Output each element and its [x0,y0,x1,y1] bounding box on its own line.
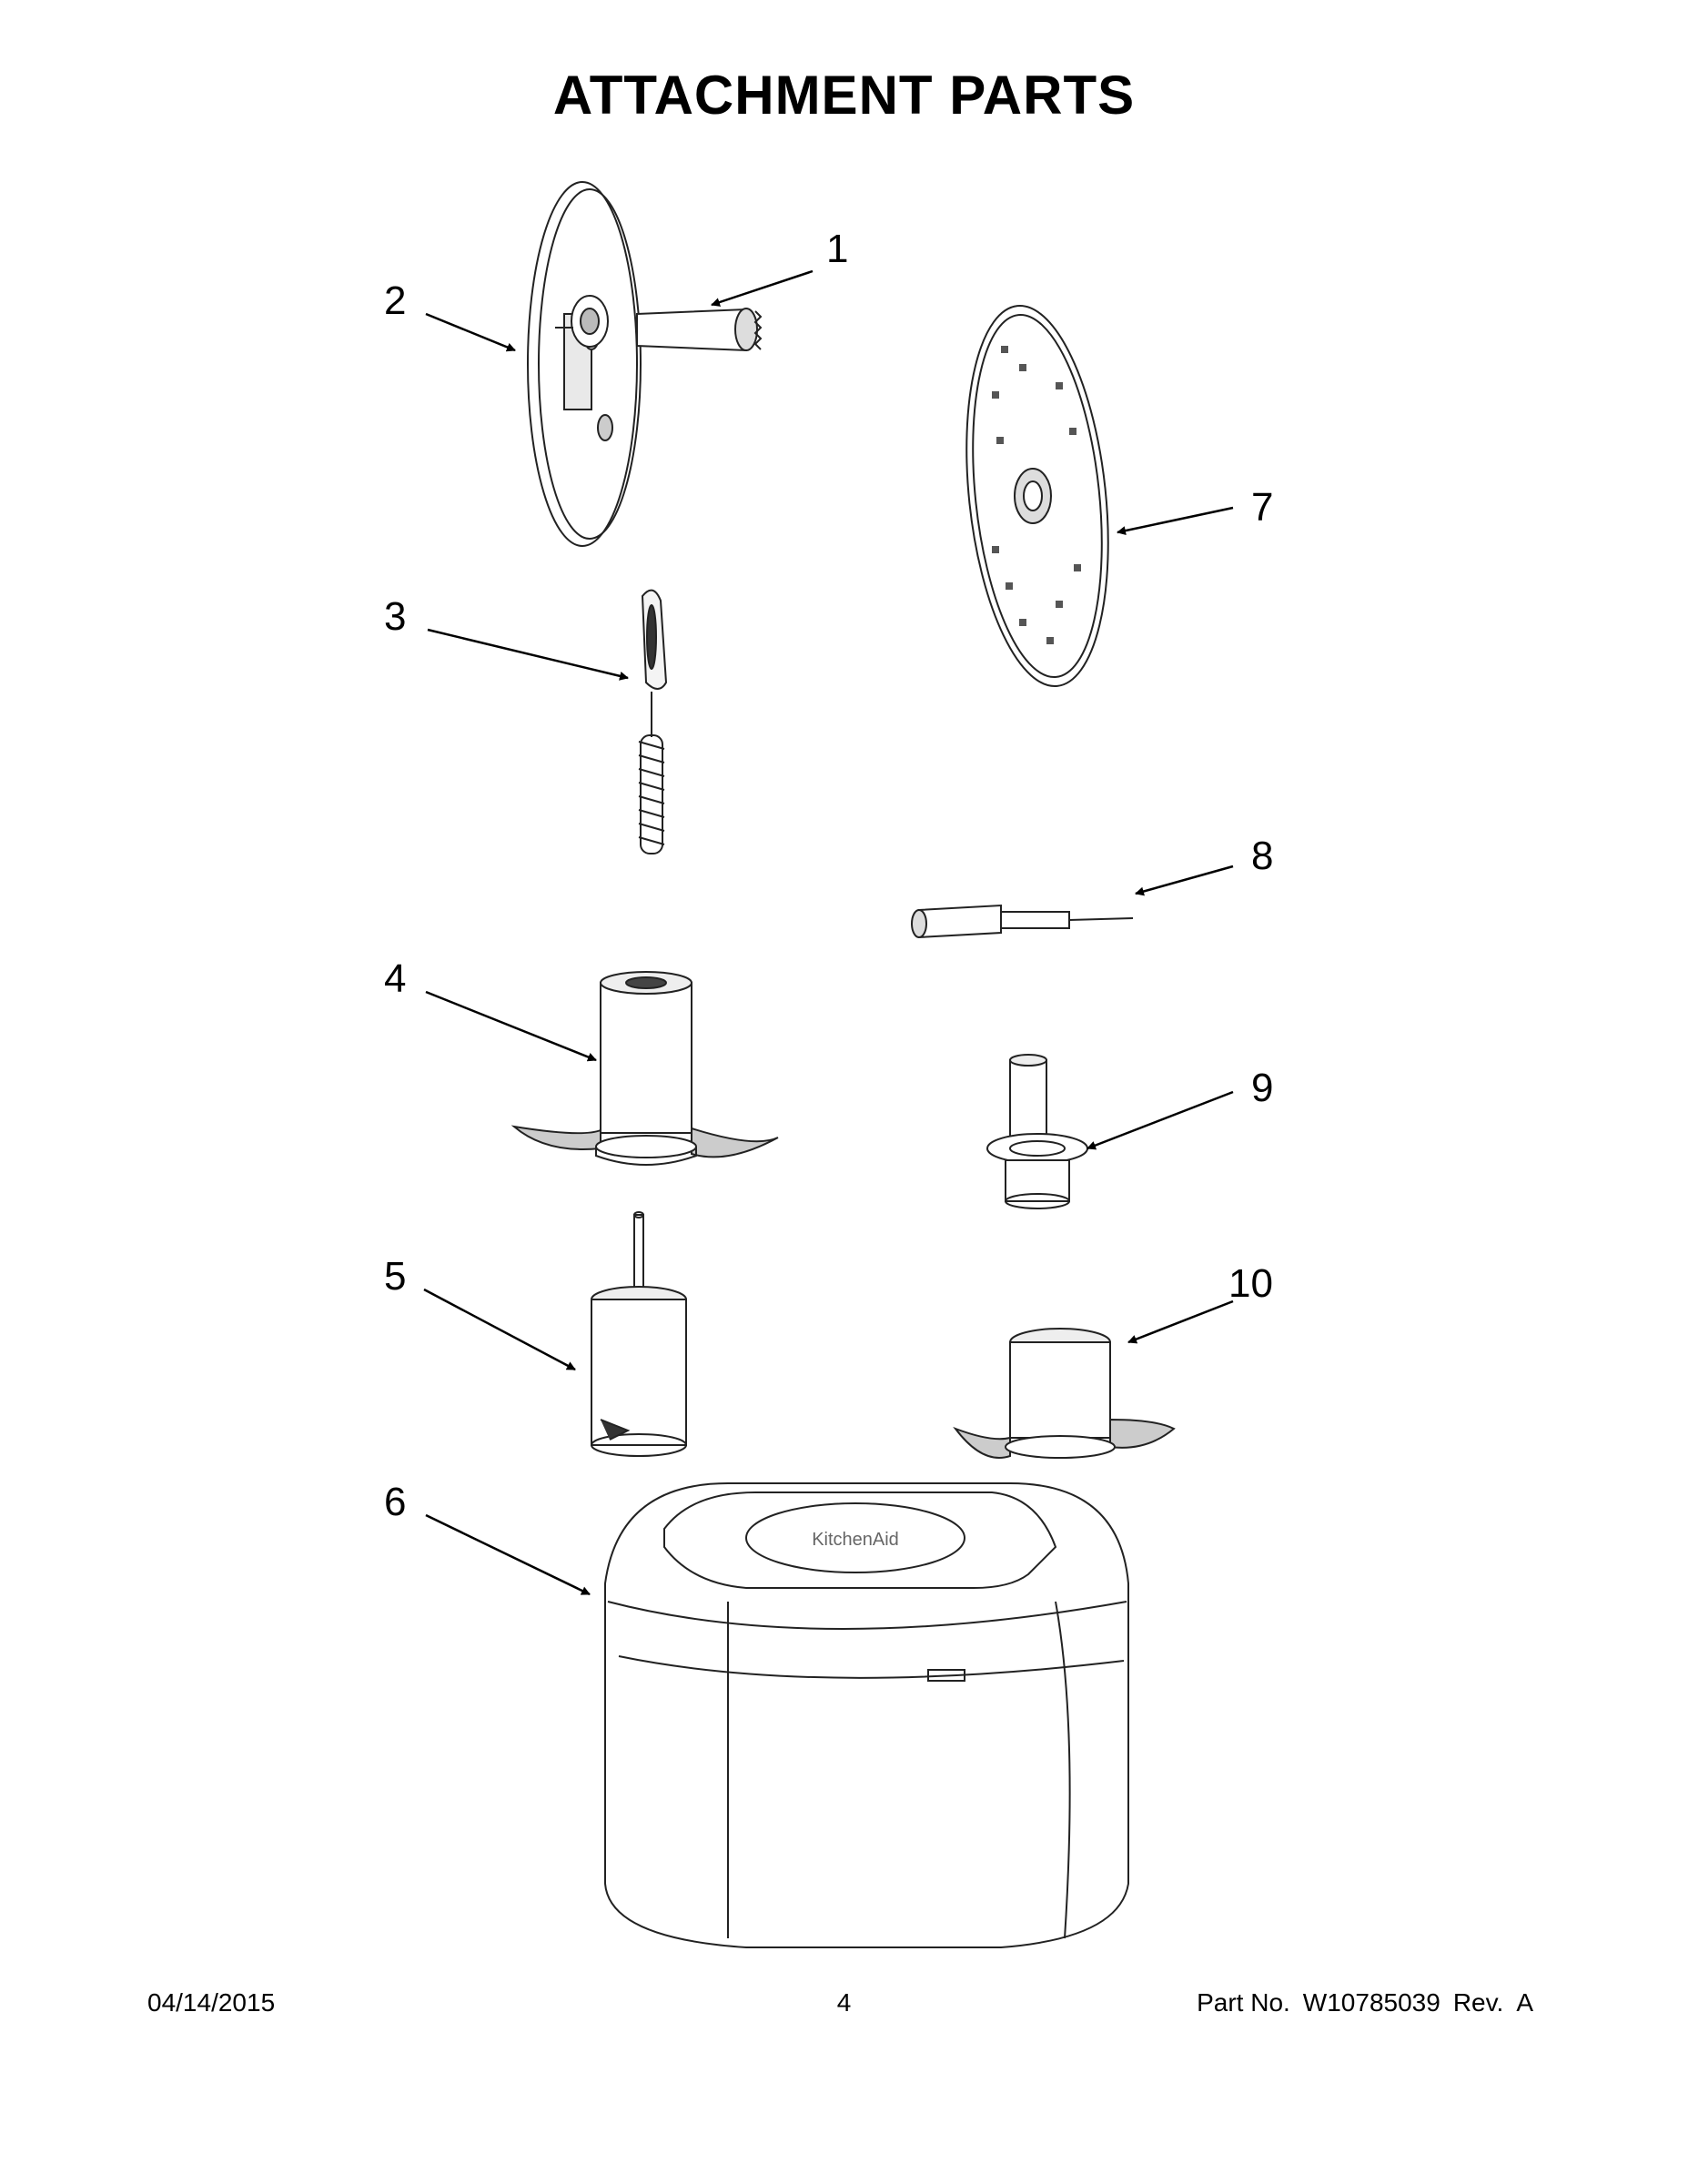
rev-label: Rev. [1452,1988,1504,2017]
callout-9: 9 [1251,1066,1273,1110]
part-number: W10785039 [1302,1988,1440,2017]
callouts [423,269,1234,1596]
callout-4: 4 [384,956,406,1001]
callout-6: 6 [384,1480,406,1524]
part-label: Part No. [1197,1988,1290,2017]
callout-10: 10 [1228,1261,1273,1306]
page-title: ATTACHMENT PARTS [552,65,1136,126]
slicing-disc-part [527,181,763,547]
rev-value: A [1516,1988,1533,2017]
mini-blade-part [953,1328,1176,1459]
callout-1: 1 [826,227,848,271]
callout-3: 3 [384,594,406,639]
drive-shaft-part [911,904,1134,939]
callout-8: 8 [1251,834,1273,878]
multipurpose-blade-part [510,971,779,1166]
callout-7: 7 [1251,485,1273,530]
footer-date: 04/14/2015 [147,1988,276,2017]
shredding-disc-part [965,305,1109,687]
footer-part-info: Part No. W10785039 Rev. A [1197,1988,1533,2017]
callout-5: 5 [384,1254,406,1299]
footer-page-number: 4 [836,1988,852,2017]
disc-adapter-part [986,1054,1088,1209]
dough-blade-part [591,1211,687,1457]
cleaning-brush-part [638,589,668,854]
storage-case-part: KitchenAid [604,1482,1129,1948]
case-logo-text: KitchenAid [812,1530,899,1550]
callout-2: 2 [384,278,406,323]
